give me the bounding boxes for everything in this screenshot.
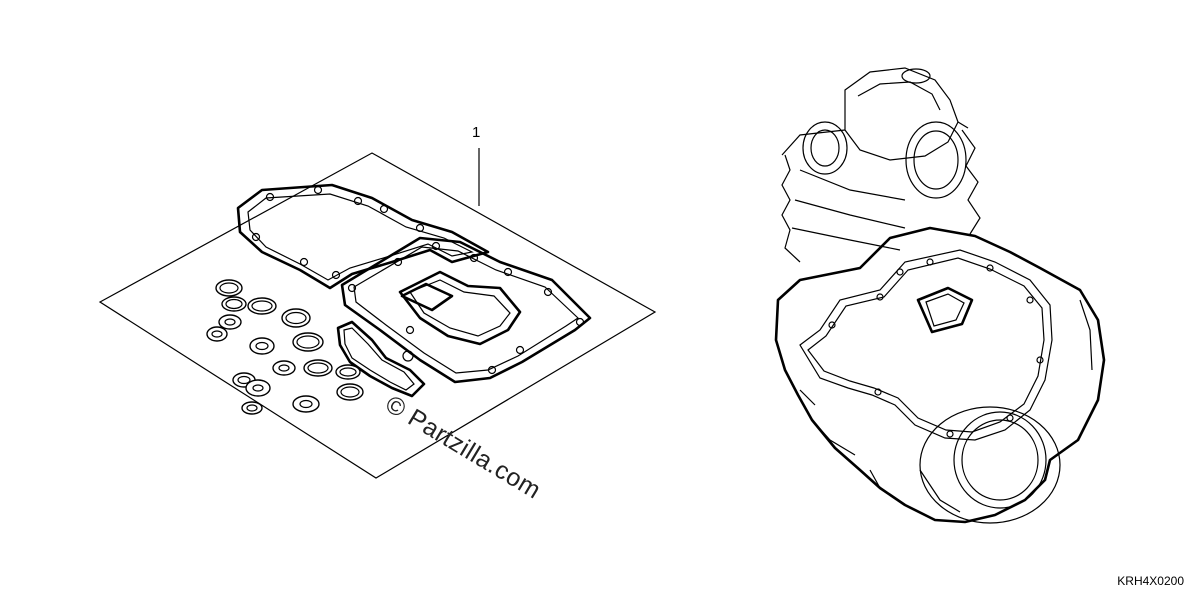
diagram-code: KRH4X0200 xyxy=(1117,574,1184,588)
engine-illustration xyxy=(774,67,1106,524)
o-rings xyxy=(206,279,364,415)
inner-gasket xyxy=(398,270,522,346)
crankcase-gasket xyxy=(236,183,490,290)
cover-gasket xyxy=(340,236,592,384)
small-plate-gasket xyxy=(400,282,454,312)
gasket-sheet xyxy=(98,152,657,479)
lower-gasket xyxy=(336,320,426,398)
callout-label-1[interactable]: 1 xyxy=(472,124,481,141)
gasket-kit-illustration xyxy=(98,148,657,479)
